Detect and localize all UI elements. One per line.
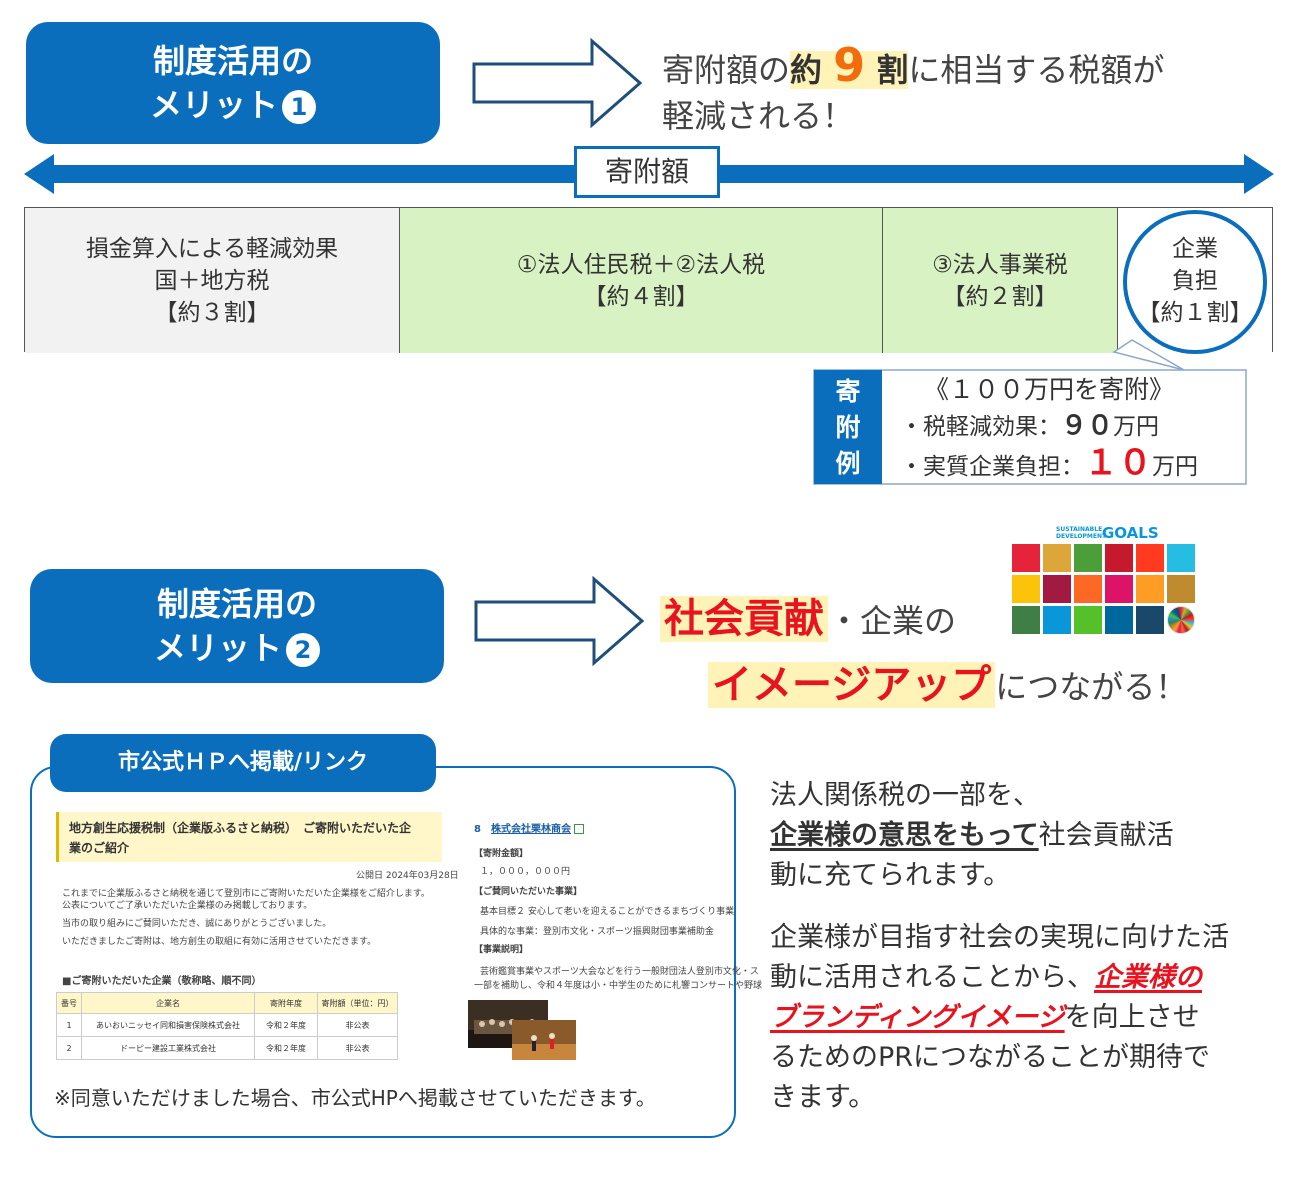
example-side-label: 寄 附 例 [814,370,882,484]
sdg-goal-tile [1136,606,1164,634]
sdg-goal-tile [1012,575,1040,603]
hp-tab: 市公式ＨＰへ掲載/リンク [50,734,436,792]
doc-list-title: ■ご寄附いただいた企業（敬称略、順不同） [62,976,262,987]
merit-2-text-d: につながる！ [995,668,1188,706]
donation-label: 寄附額 [574,146,720,198]
table-header-row: 番号 企業名 寄附年度 寄附額（単位：円） [56,992,398,1014]
merit-1-nine: 9 [833,38,866,92]
merit-1-number: 1 [282,90,316,124]
breakdown-cell-business-tax: ③法人事業税 【約２割】 [883,208,1118,353]
sdg-goal-tile [1012,606,1040,634]
merit-2-text-b: ・企業の [828,602,957,640]
company-link[interactable]: 株式会社栗林商会 [490,824,571,835]
arrow-right-icon [474,575,645,667]
sdg-goal-tile [1167,575,1195,603]
sdg-goal-tile [1074,606,1102,634]
example-title: 《１００万円を寄附》 [924,375,1175,404]
hp-footnote: ※同意いただけました場合、市公式HPへ掲載させていただきます。 [54,1086,656,1110]
sdg-goal-tile [1167,544,1195,572]
hp-screenshot: 地方創生応援税制（企業版ふるさと納税） ご寄附いただいた企 業のご紹介 公開日 … [56,812,762,1060]
breakdown-cell-deduction: 損金算入による軽減効果 国＋地方税 【約３割】 [25,208,400,353]
explain-branding-image: ブランディングイメージ [770,1002,1065,1033]
merit-1-line1: 制度活用の [152,42,313,80]
sdg-goal-tile [1074,575,1102,603]
doc-title: 地方創生応援税制（企業版ふるさと納税） ご寄附いただいた企 業のご紹介 [56,812,442,862]
merit-1-line2: メリット [149,86,278,124]
callout-bubble [813,210,1267,485]
doc-table: 番号 企業名 寄附年度 寄附額（単位：円） 1 あいおいニッセイ同和損害保険株式… [56,992,398,1060]
example-content: 《１００万円を寄附》 ・税軽減効果：９０万円 ・実質企業負担：１０万円 [900,372,1240,485]
sdgs-title: GOALS [1102,524,1159,542]
sdg-goal-tile [1136,575,1164,603]
sdgs-logo: SUSTAINABLE DEVELOPMENT GOALS [1010,524,1200,638]
sdg-goal-tile [1105,606,1133,634]
sdg-goal-tile [1012,544,1040,572]
merit-1-text-post: に相当する税額が [908,51,1165,89]
table-row: 2 ドーピー建設工業株式会社 令和２年度 非公表 [56,1036,398,1060]
breakdown-cell-resident-corporate-tax: ①法人住民税＋②法人税 【約４割】 [400,208,883,353]
merit-1-text-line2: 軽減される！ [662,97,855,135]
merit-2-line1: 制度活用の [156,585,317,623]
merit-1-hl-b: 割 [876,51,909,89]
arrow-right-icon [472,37,643,129]
table-row: 1 あいおいニッセイ同和損害保険株式会社 令和２年度 非公表 [56,1013,398,1037]
explain-company-will: 企業様の意思をもって [770,820,1039,851]
sdg-goal-tile [1105,544,1133,572]
merit-2-social-contribution: 社会貢献 [660,596,828,642]
merit-2-image-up: イメージアップ [708,662,996,708]
sdgs-grid [1012,544,1200,638]
sdg-goal-tile [1074,544,1102,572]
sdg-goal-tile [1105,575,1133,603]
sdg-goal-tile [1043,544,1071,572]
sdg-goal-tile [1043,606,1071,634]
merit-2-line2: メリット [153,629,282,667]
explain-company-highlight: 企業様の [1094,962,1202,993]
sdg-goal-tile [1136,544,1164,572]
merit-1-text-pre: 寄附額の [662,51,791,89]
sports-photo [512,1020,576,1060]
breakdown-table: 損金算入による軽減効果 国＋地方税 【約３割】 ①法人住民税＋②法人税 【約４割… [24,207,1273,353]
merit-1-text: 寄附額の約 9 割に相当する税額が 軽減される！ [662,42,1262,139]
doc-right-company: 8 株式会社栗林商会 [474,820,585,835]
sdg-goal-tile [1043,575,1071,603]
doc-date: 公開日 2024年03月28日 [356,871,459,881]
merit-2-number: 2 [286,633,320,667]
explanation-text: 法人関係税の一部を、 企業様の意思をもって社会貢献活 動に充てられます。 企業様… [770,780,1229,1113]
merit-1-hl-a: 約 [790,51,823,89]
merit-2-text: 社会貢献・企業の イメージアップにつながる！ [660,590,1260,722]
sdg-goal-tile [1167,606,1195,634]
external-link-icon [574,824,585,834]
